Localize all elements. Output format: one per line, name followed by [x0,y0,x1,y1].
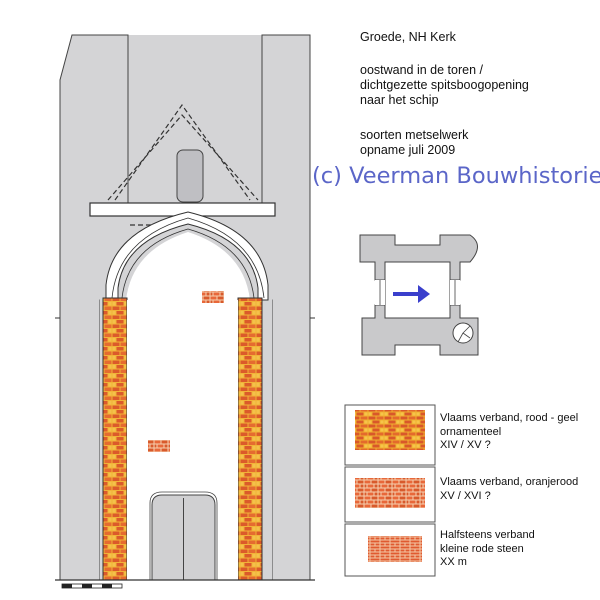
legend-label-line: XIV / XV ? [440,439,491,451]
title-line: Groede, NH Kerk [360,30,456,44]
double-door [149,491,218,581]
description-line: dichtgezette spitsboogopening [360,78,529,92]
legend-frame [344,404,436,577]
description-line: oostwand in de toren / [360,63,483,77]
left-brick-pier [102,297,128,581]
key-plan [359,234,479,356]
watermark: (c) Veerman Bouwhistorie [312,163,600,189]
legend-label-line: ornamenteel [440,425,502,438]
legend-label-line: Halfsteens verband [440,529,535,541]
brick-patch-middle [148,440,170,452]
subtitle-line: soorten metselwerk [360,128,469,142]
chimney-stack [176,149,204,203]
scale-bar [61,583,123,589]
legend-label: Halfsteens verband kleine rode steen XX … [440,529,535,570]
legend-swatch-red-yellow [355,410,425,450]
brick-patch-upper [202,291,224,303]
legend-label: Vlaams verband, rood - geel ornamenteel … [440,412,578,453]
legend-label-line: Vlaams verband, rood - geel [440,412,579,424]
legend-swatch-orange-red [355,478,425,508]
date-line: opname juli 2009 [360,143,456,157]
right-brick-pier [237,297,263,581]
description-line: naar het schip [360,93,439,107]
legend-label-line: XV / XVI ? [440,489,491,502]
legend-label-line: XX m [440,556,467,568]
legend-label-line: Vlaams verband, oranjerood [440,476,579,488]
legend-swatch-half-brick [368,536,422,562]
legend-label-line: kleine rode steen [440,542,524,555]
legend-label: Vlaams verband, oranjerood XV / XVI ? [440,476,578,503]
